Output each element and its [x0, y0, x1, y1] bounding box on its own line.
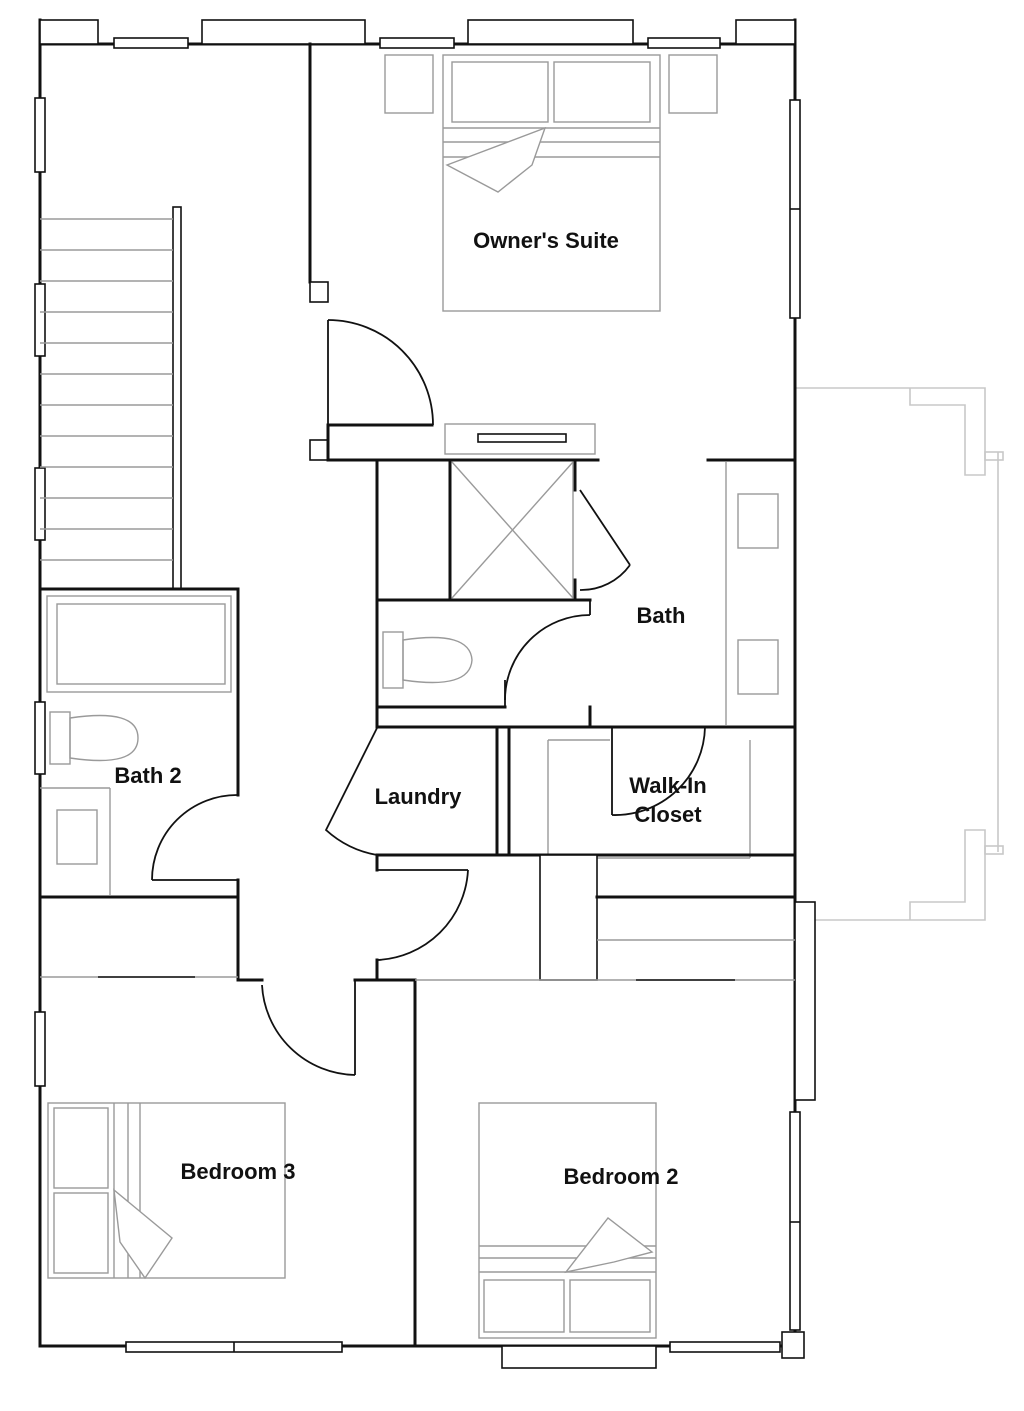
laundry-walls [324, 727, 797, 982]
room-label-walk-in-closet-line2: Closet [634, 802, 702, 827]
stairs [40, 206, 182, 590]
room-label-bedroom-2: Bedroom 2 [564, 1164, 679, 1189]
balcony [796, 387, 1004, 921]
owners-bed [384, 54, 718, 312]
bedroom-2-bed [478, 1102, 657, 1339]
room-label-walk-in-closet-line1: Walk-In [629, 773, 706, 798]
room-label-owners-suite: Owner's Suite [473, 228, 619, 253]
owners-suite-walls [308, 42, 797, 462]
room-label-bath-2: Bath 2 [114, 763, 181, 788]
master-bath-walls [375, 458, 797, 729]
room-label-bath: Bath [637, 603, 686, 628]
walk-in-closet-walls [495, 725, 751, 859]
bedroom-walls [40, 895, 797, 1348]
room-label-bedroom-3: Bedroom 3 [181, 1159, 296, 1184]
bath-2-walls [38, 587, 240, 982]
exterior-walls [34, 18, 816, 1369]
room-label-laundry: Laundry [375, 784, 463, 809]
bedroom-3-bed [47, 1102, 286, 1280]
suite-dresser [444, 423, 596, 455]
